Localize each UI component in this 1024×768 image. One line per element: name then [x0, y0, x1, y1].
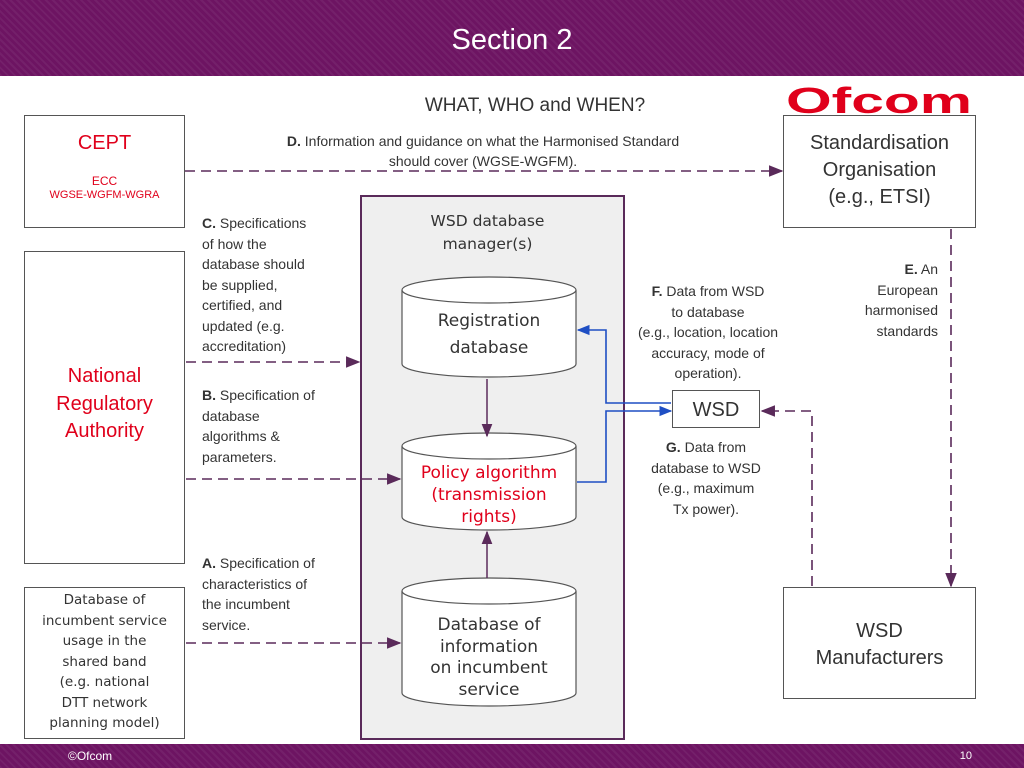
arrow-f-wsd-to-registration: [576, 324, 671, 404]
cept-box: CEPT ECC WGSE-WGFM-WGRA: [24, 115, 185, 228]
registration-database-cylinder: [401, 276, 577, 378]
arrow-g-policy-to-wsd: [577, 405, 673, 483]
note-c: C. Specifications of how the database sh…: [202, 215, 307, 354]
slide-footer: ©Ofcom 10: [0, 744, 1024, 768]
wsd-manufacturers-box: WSD Manufacturers: [783, 587, 976, 699]
note-f: F. Data from WSD to database (e.g., loca…: [637, 283, 779, 381]
cept-title: CEPT: [77, 132, 132, 154]
registration-database-label: Registration database: [437, 311, 541, 358]
wsd-box: WSD: [672, 390, 760, 428]
standardisation-label: Standardisation Organisation (e.g., ETSI…: [810, 132, 949, 208]
policy-algorithm-label: Policy algorithm (transmission rights): [420, 463, 558, 527]
incumbent-usage-database-box: Database of incumbent service usage in t…: [24, 587, 185, 739]
copyright-text: ©Ofcom: [68, 749, 113, 763]
slide-header: Section 2: [0, 0, 1024, 76]
note-d: D. Information and guidance on what the …: [286, 133, 680, 169]
cept-ecc: ECC: [91, 174, 118, 188]
note-g: G. Data from database to WSD (e.g., maxi…: [651, 439, 761, 517]
arrow-manufacturers-to-wsd: [760, 405, 813, 586]
national-regulatory-authority-box: National Regulatory Authority: [24, 251, 185, 564]
diagram-heading: WHAT, WHO and WHEN?: [424, 95, 646, 116]
page-number: 10: [959, 750, 972, 762]
note-e: E. An European harmonised standards: [864, 261, 938, 339]
wsd-label: WSD: [692, 399, 740, 421]
nra-label: National Regulatory Authority: [56, 365, 153, 442]
note-b: B. Specification of database algorithms …: [202, 387, 315, 465]
wsd-manufacturers-label: WSD Manufacturers: [815, 620, 944, 669]
incumbent-usage-label: Database of incumbent service usage in t…: [42, 592, 167, 731]
slide-title: Section 2: [451, 24, 573, 56]
standardisation-organisation-box: Standardisation Organisation (e.g., ETSI…: [783, 115, 976, 228]
svg-text:Ofcom: Ofcom: [786, 84, 972, 121]
policy-algorithm-cylinder: [401, 432, 577, 531]
incumbent-information-label: Database of information on incumbent ser…: [430, 615, 548, 700]
database-manager-label: WSD database manager(s): [430, 212, 545, 253]
note-a: A. Specification of characteristics of t…: [202, 555, 315, 633]
incumbent-information-cylinder: [401, 577, 577, 707]
cept-working-groups: WGSE-WGFM-WGRA: [49, 189, 160, 201]
